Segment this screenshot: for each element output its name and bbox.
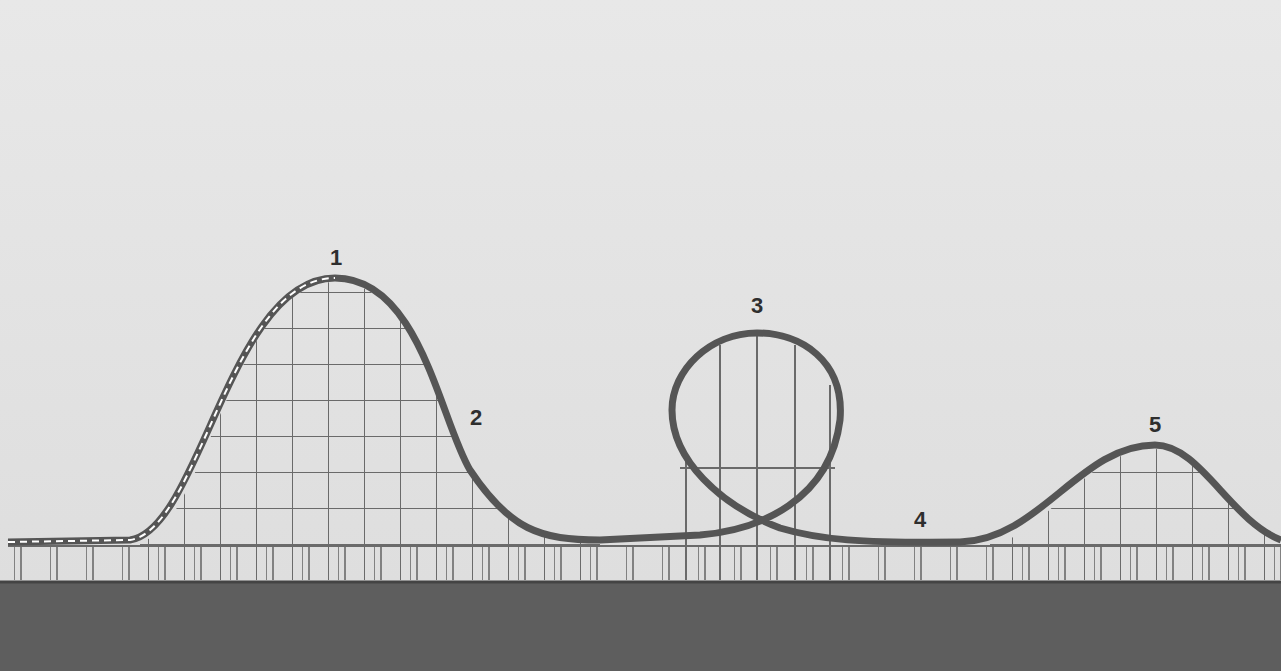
callout-number: 1 bbox=[330, 247, 342, 269]
callout-number: 3 bbox=[751, 295, 763, 317]
track bbox=[8, 278, 1281, 542]
chain-lift bbox=[8, 278, 335, 542]
callout-number: 4 bbox=[914, 509, 926, 531]
callout-number: 5 bbox=[1149, 414, 1161, 436]
loop-supports bbox=[680, 336, 835, 580]
sky bbox=[0, 0, 1281, 582]
callout-number: 2 bbox=[470, 407, 482, 429]
ground bbox=[0, 581, 1281, 671]
ground-edge bbox=[0, 581, 1281, 584]
